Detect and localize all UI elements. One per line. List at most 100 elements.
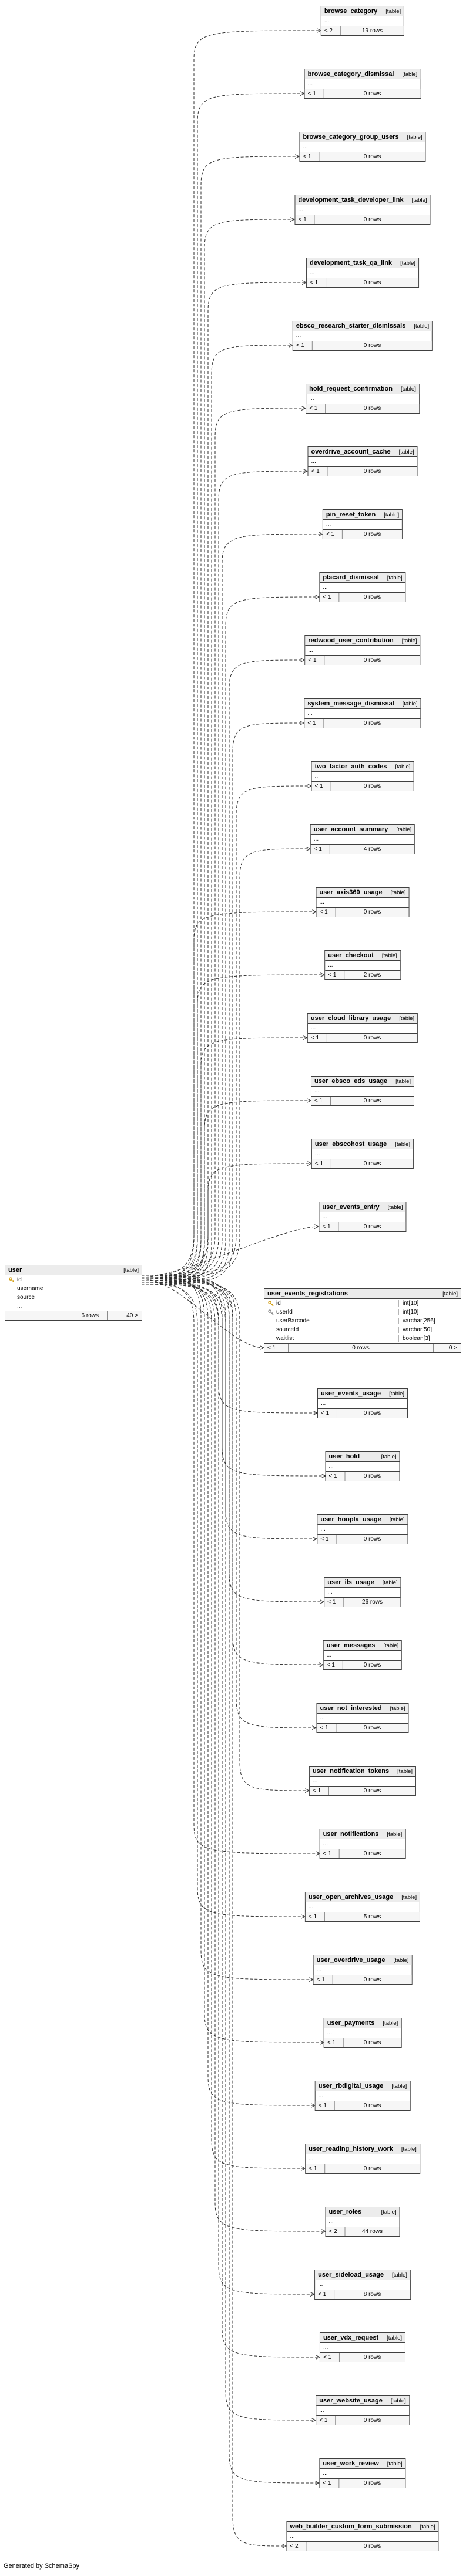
table-footer: < 1 0 rows — [323, 529, 403, 539]
row-count: 0 rows — [363, 342, 381, 349]
relationship-line — [140, 1282, 326, 2231]
table-name[interactable]: user_ebscohost_usage — [314, 1141, 387, 1148]
table-user_website_usage[interactable]: user_website_usage [table] ... < 1 0 row… — [316, 2395, 410, 2425]
table-name[interactable]: user_axis360_usage — [319, 889, 383, 896]
table-name[interactable]: user_notification_tokens — [312, 1768, 390, 1775]
table-name[interactable]: user_vdx_request — [323, 2334, 379, 2341]
table-web_builder_custom_form_submission[interactable]: web_builder_custom_form_submission [tabl… — [286, 2521, 439, 2551]
table-tag: [table] — [385, 8, 401, 15]
table-name[interactable]: user_reading_history_work — [309, 2145, 393, 2152]
relationship-line — [140, 1275, 313, 1980]
table-name[interactable]: ebsco_research_starter_dismissals — [296, 322, 406, 329]
table-system_message_dismissal[interactable]: system_message_dismissal [table] ... < 1… — [304, 698, 421, 728]
table-placard_dismissal[interactable]: placard_dismissal [table] ... < 1 0 rows — [319, 572, 406, 602]
table-browse_category[interactable]: browse_category [table] ... < 2 19 rows — [320, 6, 405, 36]
table-name[interactable]: user_events_usage — [320, 1390, 381, 1397]
table-name[interactable]: redwood_user_contribution — [308, 637, 394, 644]
table-name[interactable]: hold_request_confirmation — [309, 385, 393, 392]
table-browse_category_group_users[interactable]: browse_category_group_users [table] ... … — [299, 132, 426, 162]
table-name[interactable]: browse_category — [324, 8, 378, 15]
table-name[interactable]: two_factor_auth_codes — [314, 763, 387, 770]
table-development_task_developer_link[interactable]: development_task_developer_link [table] … — [294, 195, 431, 225]
table-user_open_archives_usage[interactable]: user_open_archives_usage [table] ... < 1… — [304, 1892, 421, 1922]
table-user_not_interested[interactable]: user_not_interested [table] ... < 1 0 ro… — [316, 1703, 409, 1733]
table-name[interactable]: browse_category_group_users — [303, 134, 399, 141]
table-footer: < 1 0 rows — [319, 1222, 406, 1231]
table-user_axis360_usage[interactable]: user_axis360_usage [table] ... < 1 0 row… — [316, 887, 410, 917]
elided-columns: ... — [320, 1526, 326, 1532]
table-tag: [table] — [382, 1579, 398, 1586]
table-user_events_registrations[interactable]: user_events_registrations [table] id int… — [264, 1288, 461, 1353]
table-user_notification_tokens[interactable]: user_notification_tokens [table] ... < 1… — [309, 1766, 417, 1796]
table-name[interactable]: user_messages — [326, 1642, 376, 1649]
table-name[interactable]: browse_category_dismissal — [307, 71, 394, 78]
table-pin_reset_token[interactable]: pin_reset_token [table] ... < 1 0 rows — [322, 509, 403, 539]
table-user_ebscohost_usage[interactable]: user_ebscohost_usage [table] ... < 1 0 r… — [311, 1139, 414, 1169]
parent-degree: < 1 — [300, 152, 320, 161]
table-name[interactable]: user_cloud_library_usage — [310, 1015, 391, 1022]
elided-columns: ... — [308, 647, 313, 654]
table-name[interactable]: user_ils_usage — [327, 1579, 374, 1586]
column-spacer — [8, 1304, 15, 1309]
table-overdrive_account_cache[interactable]: overdrive_account_cache [table] ... < 1 … — [307, 446, 418, 476]
table-name[interactable]: user_roles — [328, 2208, 362, 2215]
table-user[interactable]: user [table] id username source ... 6 ro… — [5, 1265, 142, 1321]
table-user_roles[interactable]: user_roles [table] ... < 2 44 rows — [325, 2207, 400, 2237]
table-user_rbdigital_usage[interactable]: user_rbdigital_usage [table] ... < 1 0 r… — [314, 2081, 411, 2111]
table-redwood_user_contribution[interactable]: redwood_user_contribution [table] ... < … — [304, 635, 421, 665]
table-user_messages[interactable]: user_messages [table] ... < 1 0 rows — [323, 1640, 403, 1670]
table-browse_category_dismissal[interactable]: browse_category_dismissal [table] ... < … — [304, 69, 421, 99]
table-name[interactable]: pin_reset_token — [326, 511, 376, 518]
table-name[interactable]: user_work_review — [323, 2460, 379, 2467]
table-name[interactable]: user_hoopla_usage — [320, 1516, 381, 1523]
table-name[interactable]: user_account_summary — [313, 826, 388, 833]
table-hold_request_confirmation[interactable]: hold_request_confirmation [table] ... < … — [306, 384, 420, 414]
table-user_hoopla_usage[interactable]: user_hoopla_usage [table] ... < 1 0 rows — [317, 1514, 408, 1544]
table-name[interactable]: placard_dismissal — [323, 574, 379, 581]
table-user_vdx_request[interactable]: user_vdx_request [table] ... < 1 0 rows — [319, 2332, 406, 2362]
table-header: user [table] — [5, 1265, 142, 1275]
table-name[interactable]: user_ebsco_eds_usage — [314, 1078, 388, 1085]
table-user_ils_usage[interactable]: user_ils_usage [table] ... < 1 26 rows — [324, 1577, 401, 1607]
table-name[interactable]: user_website_usage — [319, 2397, 383, 2404]
table-user_payments[interactable]: user_payments [table] ... < 1 0 rows — [323, 2018, 402, 2048]
row-count: 0 rows — [363, 2165, 381, 2172]
table-tag: [table] — [401, 637, 417, 644]
row-count: 0 rows — [363, 1098, 381, 1104]
table-name[interactable]: user_payments — [327, 2020, 375, 2027]
table-name[interactable]: user_not_interested — [320, 1705, 382, 1712]
table-development_task_qa_link[interactable]: development_task_qa_link [table] ... < 1… — [306, 258, 419, 288]
table-user_events_usage[interactable]: user_events_usage [table] ... < 1 0 rows — [317, 1388, 408, 1418]
table-user_account_summary[interactable]: user_account_summary [table] ... < 1 4 r… — [310, 824, 415, 854]
table-user_hold[interactable]: user_hold [table] ... < 1 0 rows — [325, 1451, 400, 1481]
table-header: hold_request_confirmation [table] — [306, 384, 419, 394]
table-name[interactable]: user_overdrive_usage — [316, 1957, 385, 1964]
elided-columns: ... — [314, 773, 320, 779]
table-name[interactable]: development_task_qa_link — [310, 259, 393, 266]
table-name[interactable]: overdrive_account_cache — [311, 448, 391, 455]
table-name[interactable]: user — [8, 1267, 22, 1274]
table-name[interactable]: user_checkout — [328, 952, 374, 959]
table-user_sideload_usage[interactable]: user_sideload_usage [table] ... < 1 8 ro… — [314, 2270, 411, 2300]
table-user_reading_history_work[interactable]: user_reading_history_work [table] ... < … — [305, 2144, 420, 2174]
table-name[interactable]: user_hold — [328, 1453, 360, 1460]
table-two_factor_auth_codes[interactable]: two_factor_auth_codes [table] ... < 1 0 … — [311, 761, 414, 791]
table-name[interactable]: user_events_registrations — [267, 1290, 348, 1297]
table-name[interactable]: user_notifications — [323, 1831, 379, 1838]
table-name[interactable]: web_builder_custom_form_submission — [290, 2523, 412, 2530]
table-name[interactable]: user_events_entry — [322, 1204, 380, 1211]
table-name[interactable]: user_rbdigital_usage — [318, 2082, 384, 2090]
table-name[interactable]: user_open_archives_usage — [308, 1894, 394, 1901]
table-ebsco_research_starter_dismissals[interactable]: ebsco_research_starter_dismissals [table… — [292, 321, 433, 351]
table-user_notifications[interactable]: user_notifications [table] ... < 1 0 row… — [319, 1829, 406, 1859]
table-user_cloud_library_usage[interactable]: user_cloud_library_usage [table] ... < 1… — [307, 1013, 418, 1043]
parent-degree: < 1 — [316, 2416, 336, 2425]
table-user_work_review[interactable]: user_work_review [table] ... < 1 0 rows — [319, 2458, 406, 2488]
table-user_ebsco_eds_usage[interactable]: user_ebsco_eds_usage [table] ... < 1 0 r… — [310, 1076, 415, 1106]
table-user_overdrive_usage[interactable]: user_overdrive_usage [table] ... < 1 0 r… — [313, 1955, 413, 1985]
table-name[interactable]: development_task_developer_link — [298, 196, 404, 204]
table-name[interactable]: system_message_dismissal — [307, 700, 394, 707]
table-name[interactable]: user_sideload_usage — [318, 2271, 384, 2278]
table-user_events_entry[interactable]: user_events_entry [table] ... < 1 0 rows — [319, 1202, 407, 1232]
table-user_checkout[interactable]: user_checkout [table] ... < 1 2 rows — [324, 950, 401, 980]
